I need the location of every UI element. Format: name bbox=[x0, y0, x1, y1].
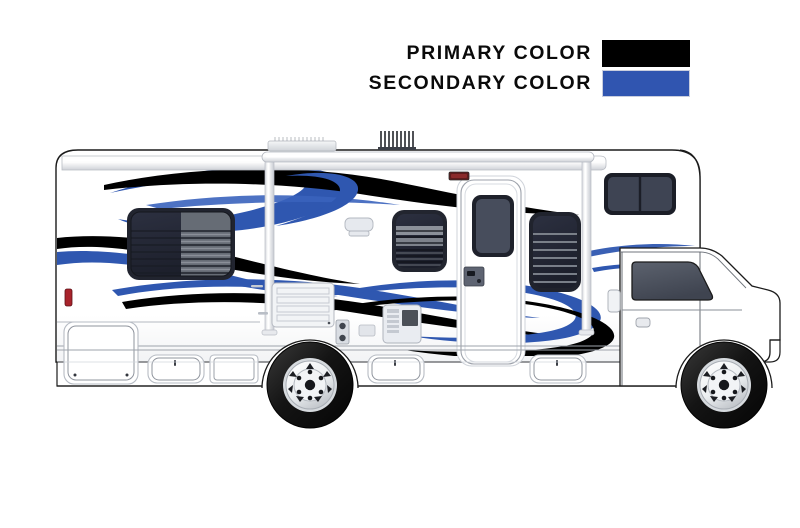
roof-air-conditioner bbox=[267, 137, 337, 152]
water-heater-panel bbox=[382, 304, 422, 344]
front-side-window bbox=[529, 212, 581, 292]
decal-blue-front-accent-2 bbox=[584, 244, 695, 257]
storage-bay-large[interactable] bbox=[63, 321, 139, 385]
front-wheel bbox=[675, 339, 773, 429]
legend-row-secondary: SECONDARY COLOR bbox=[369, 70, 690, 97]
city-water-connection bbox=[358, 324, 376, 337]
legend-label-primary: PRIMARY COLOR bbox=[406, 42, 592, 64]
refrigerator-vent bbox=[271, 282, 335, 328]
decal-black-front-loop bbox=[286, 296, 615, 356]
color-legend: PRIMARY COLOR SECONDARY COLOR bbox=[369, 40, 690, 100]
awning-arm-front bbox=[578, 159, 595, 336]
rear-bumper bbox=[56, 362, 676, 387]
rear-side-window bbox=[127, 208, 235, 280]
fuel-filler-door bbox=[607, 289, 621, 313]
power-inlet bbox=[335, 319, 350, 345]
swatch-secondary-color bbox=[602, 70, 690, 97]
decal-blue-loop-rear bbox=[276, 172, 359, 226]
entry-door-window bbox=[472, 195, 514, 257]
decal-blue-upper-arc bbox=[110, 165, 345, 233]
exterior-outlet bbox=[344, 217, 374, 237]
decal-blue-mid-ribbon bbox=[112, 279, 540, 318]
mid-marker-light bbox=[448, 171, 470, 181]
legend-label-secondary: SECONDARY COLOR bbox=[368, 72, 592, 94]
entry-door[interactable] bbox=[456, 175, 526, 367]
roof-vent bbox=[378, 131, 416, 150]
mid-side-window bbox=[392, 210, 447, 272]
rear-wheel bbox=[261, 339, 359, 429]
rear-marker-light bbox=[64, 288, 73, 307]
storage-bay-front[interactable] bbox=[367, 354, 425, 384]
cab-over-bunk-window bbox=[604, 173, 676, 215]
storage-bay-mid[interactable] bbox=[147, 354, 205, 384]
storage-bay-small[interactable] bbox=[209, 354, 259, 384]
side-badge bbox=[251, 285, 268, 315]
decal-black-mid-ribbon bbox=[122, 293, 562, 336]
storage-bay-front-2[interactable] bbox=[529, 354, 587, 384]
awning-roller-tube bbox=[261, 151, 595, 163]
swatch-primary-color bbox=[602, 40, 690, 67]
cab-door-handle bbox=[635, 317, 651, 328]
entry-door-handle[interactable] bbox=[463, 266, 485, 287]
legend-row-primary: PRIMARY COLOR bbox=[390, 40, 690, 67]
